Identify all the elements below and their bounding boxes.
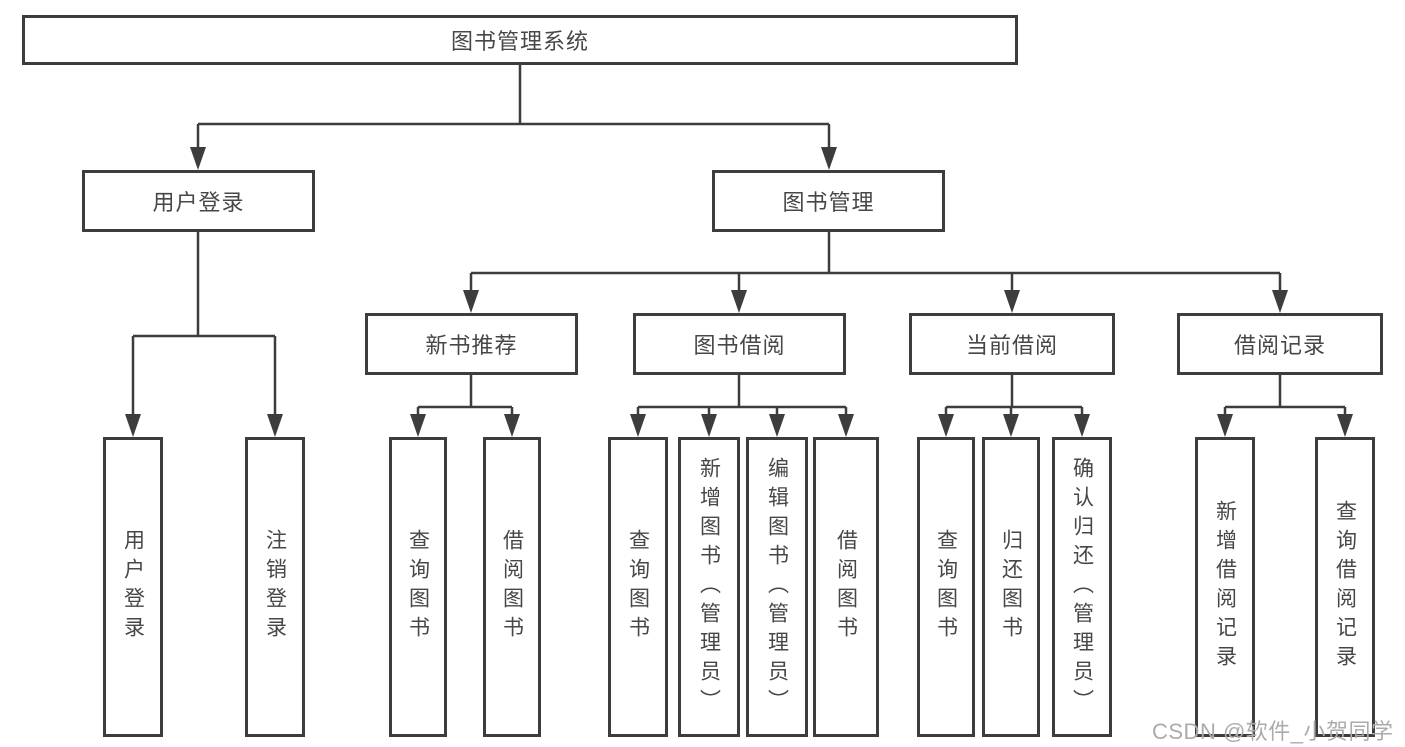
leaf-query-books-borrowing: 查询图书 [608,437,668,737]
leaf-query-books-current: 查询图书 [917,437,975,737]
leaf-user-login: 用户登录 [103,437,163,737]
leaf-logout: 注销登录 [245,437,305,737]
node-library-management-system: 图书管理系统 [22,15,1018,65]
node-new-book-recommend: 新书推荐 [365,313,578,375]
node-book-management: 图书管理 [712,170,945,232]
leaf-borrow-books-recommend: 借阅图书 [483,437,541,737]
leaf-edit-book-admin: 编辑图书（管理员） [746,437,808,737]
leaf-query-books-recommend: 查询图书 [389,437,447,737]
node-borrowing-records: 借阅记录 [1177,313,1383,375]
node-current-borrowing: 当前借阅 [909,313,1115,375]
leaf-return-books: 归还图书 [982,437,1040,737]
leaf-add-book-admin: 新增图书（管理员） [678,437,740,737]
leaf-query-borrow-record: 查询借阅记录 [1315,437,1375,737]
leaf-confirm-return-admin: 确认归还（管理员） [1052,437,1112,737]
arrowheads [125,147,1353,437]
csdn-watermark: CSDN @软件_小贺同学 [1152,719,1394,744]
node-book-borrowing: 图书借阅 [633,313,846,375]
leaf-borrow-books: 借阅图书 [813,437,879,737]
leaf-add-borrow-record: 新增借阅记录 [1195,437,1255,737]
node-user-login: 用户登录 [82,170,315,232]
